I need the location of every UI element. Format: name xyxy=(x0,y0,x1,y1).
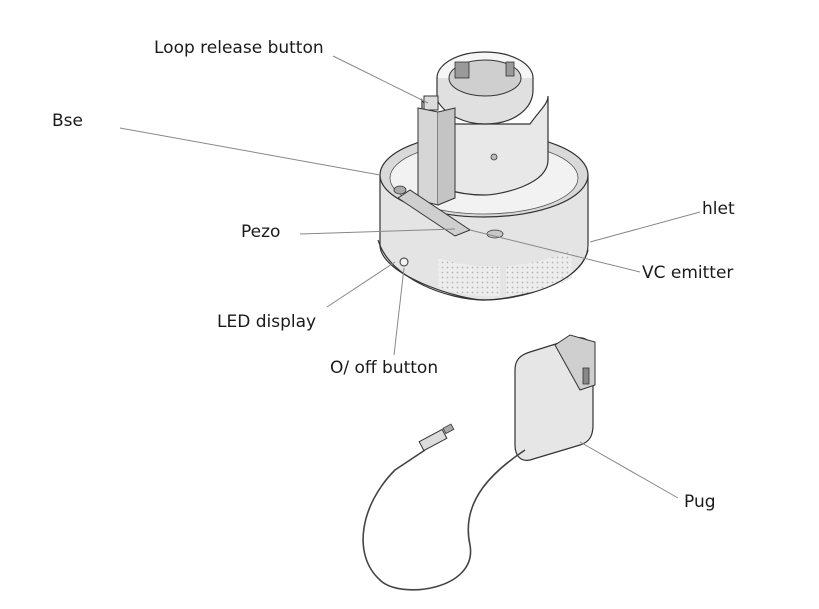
leader-lines xyxy=(119,55,701,499)
inlet-grille xyxy=(377,239,589,301)
loop-release-button-label: Loop release button xyxy=(154,38,324,58)
led-display-indicator xyxy=(399,257,409,267)
plug-label: Pug xyxy=(684,492,716,512)
led-display-label: LED display xyxy=(217,312,317,332)
leader-uvc xyxy=(469,229,641,273)
leader-onoff xyxy=(393,267,405,356)
base-label: Bse xyxy=(52,111,83,131)
cable-connector xyxy=(418,423,455,452)
leader-plug xyxy=(579,441,679,499)
uvc-emitter-label: VC emitter xyxy=(642,263,734,283)
leader-inlet xyxy=(589,211,701,243)
power-cable xyxy=(362,449,526,591)
inlet-label: hlet xyxy=(702,199,735,219)
leader-loop-release xyxy=(332,55,429,104)
on-off-button-label: O/ off button xyxy=(330,358,439,378)
plug-body xyxy=(514,334,596,461)
leader-piezo xyxy=(299,228,456,235)
leader-base xyxy=(119,127,381,176)
piezo-label: Pezo xyxy=(241,222,281,242)
leader-led xyxy=(326,261,396,308)
loop-release-column xyxy=(417,95,456,206)
